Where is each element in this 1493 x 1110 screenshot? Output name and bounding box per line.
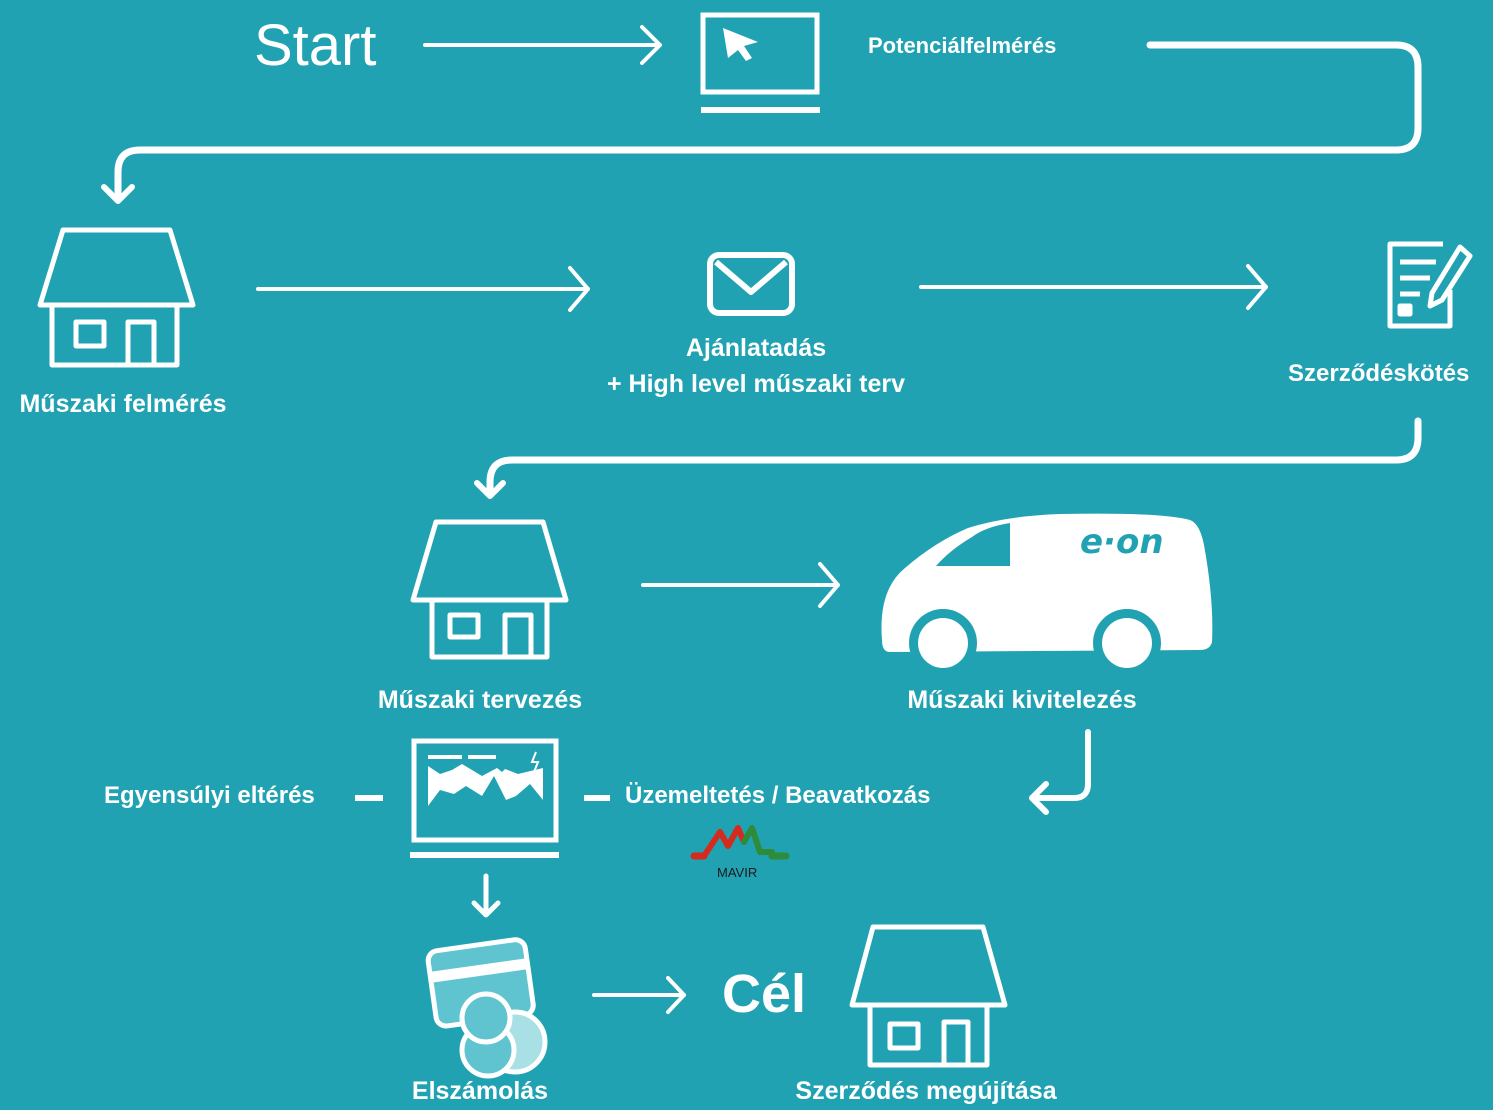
arrow-design-to-build <box>641 562 840 608</box>
step-renewal-label: Szerződés megújítása <box>795 1077 1057 1105</box>
eon-logo-text: e·on <box>1080 522 1164 562</box>
step-offer-label-line2: + High level műszaki terv <box>606 370 906 398</box>
connector-build-to-operation <box>1029 729 1091 815</box>
contract-document-icon <box>1387 241 1473 329</box>
arrow-billing-to-goal <box>592 976 686 1014</box>
arrow-survey-to-offer <box>256 266 590 312</box>
arrow-monitor-to-billing <box>471 873 501 918</box>
billing-card-coins-icon <box>425 937 548 1079</box>
eon-van-icon <box>881 513 1213 677</box>
mavir-logo <box>690 825 790 860</box>
house-icon <box>37 227 196 368</box>
arrow-offer-to-contract <box>919 264 1268 310</box>
connector-potential-arrowhead <box>101 184 135 204</box>
house-icon <box>410 519 569 660</box>
connector-contract-arrowhead <box>474 480 506 499</box>
step-potential-label: Potenciálfelmérés <box>868 33 1057 58</box>
step-contract-label: Szerződéskötés <box>1288 360 1470 387</box>
step-build-label: Műszaki kivitelezés <box>907 686 1137 714</box>
house-icon <box>849 924 1008 1068</box>
connector-contract-to-design <box>486 417 1422 496</box>
step-survey-label: Műszaki felmérés <box>19 390 227 418</box>
connector-potential-to-survey <box>114 41 1422 204</box>
step-billing-label: Elszámolás <box>411 1077 549 1105</box>
start-label: Start <box>254 13 377 78</box>
envelope-icon <box>707 252 795 316</box>
step-imbalance-label: Egyensúlyi eltérés <box>104 782 315 809</box>
laptop-cursor-icon <box>700 12 820 113</box>
goal-label: Cél <box>722 964 807 1024</box>
step-design-label: Műszaki tervezés <box>377 686 583 714</box>
step-operation-label: Üzemeltetés / Beavatkozás <box>625 782 931 809</box>
monitor-chart-icon <box>410 738 559 858</box>
step-offer-label-line1: Ajánlatadás <box>685 334 827 362</box>
arrow-start-to-laptop <box>423 25 662 65</box>
mavir-logo-text: MAVIR <box>717 865 758 880</box>
